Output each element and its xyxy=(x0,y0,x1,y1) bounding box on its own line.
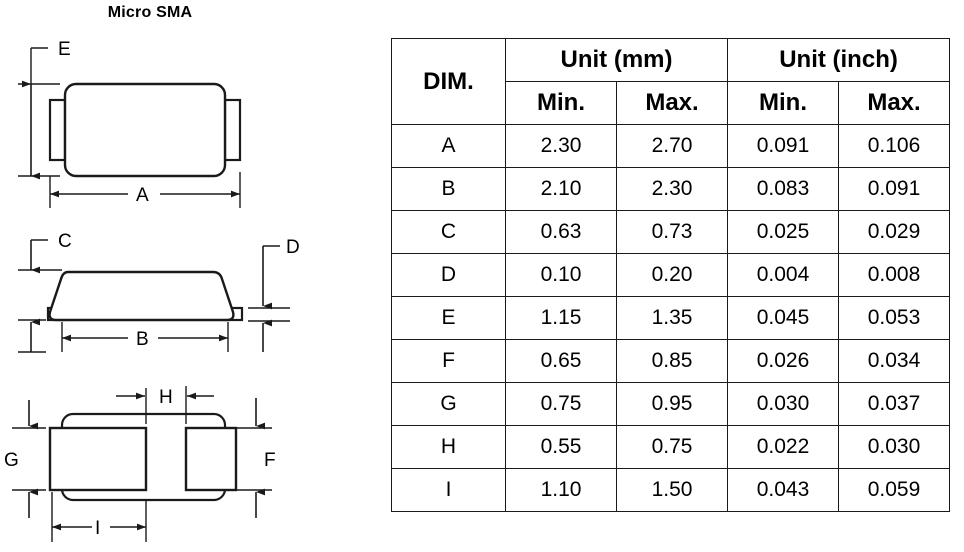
row-inch-max: 0.030 xyxy=(838,425,951,469)
row-inch-max: 0.034 xyxy=(838,339,951,383)
table-header-row-units: DIM. Unit (mm) Unit (inch) xyxy=(391,38,951,125)
row-mm-max: 0.73 xyxy=(615,210,729,254)
row-inch-min: 0.043 xyxy=(727,468,840,512)
bottom-view-right-pad xyxy=(184,426,238,492)
row-inch-max: 0.059 xyxy=(838,468,951,512)
dimension-label-d: D xyxy=(286,237,300,258)
page-title: Micro SMA xyxy=(107,4,193,21)
row-inch-min: 0.083 xyxy=(727,167,840,211)
side-view-body xyxy=(48,270,235,322)
package-drawings-panel: E A C xyxy=(0,0,380,552)
row-inch-min: 0.026 xyxy=(727,339,840,383)
column-header-unit-mm: Unit (mm) xyxy=(504,38,729,82)
column-header-unit-inch: Unit (inch) xyxy=(727,38,951,82)
row-mm-max: 0.95 xyxy=(615,382,729,426)
dimension-label-g: G xyxy=(4,450,19,471)
bottom-view-left-pad xyxy=(48,426,148,492)
row-dim-label: C xyxy=(391,210,506,254)
dimension-label-h: H xyxy=(159,387,173,408)
column-header-inch-max: Max. xyxy=(838,81,951,125)
row-mm-min: 0.75 xyxy=(505,382,617,426)
row-mm-min: 0.65 xyxy=(505,339,617,383)
row-dim-label: B xyxy=(391,167,506,211)
row-inch-min: 0.030 xyxy=(727,382,840,426)
table-header-row-minmax: Min. Max. Min. Max. xyxy=(392,81,951,125)
row-mm-min: 0.63 xyxy=(505,210,617,254)
row-dim-label: G xyxy=(391,382,506,426)
row-mm-min: 0.10 xyxy=(505,253,617,297)
row-mm-max: 1.50 xyxy=(615,468,729,512)
row-inch-max: 0.053 xyxy=(838,296,951,340)
bottom-view: H G F I xyxy=(4,386,276,542)
dimension-table: DIM. Unit (mm) Unit (inch) Min. Max. Min… xyxy=(391,38,951,512)
row-mm-min: 1.15 xyxy=(505,296,617,340)
side-view: C D B xyxy=(18,231,300,353)
top-view-right-terminal xyxy=(223,98,242,162)
row-mm-max: 0.85 xyxy=(615,339,729,383)
row-inch-min: 0.091 xyxy=(727,124,840,168)
row-inch-max: 0.029 xyxy=(838,210,951,254)
row-dim-label: D xyxy=(391,253,506,297)
column-header-inch-min: Min. xyxy=(727,81,840,125)
dimension-label-e: E xyxy=(58,39,71,60)
row-mm-max: 2.30 xyxy=(615,167,729,211)
row-dim-label: I xyxy=(391,468,506,512)
row-inch-min: 0.004 xyxy=(727,253,840,297)
row-mm-min: 0.55 xyxy=(505,425,617,469)
row-inch-max: 0.008 xyxy=(838,253,951,297)
row-mm-max: 2.70 xyxy=(615,124,729,168)
dimension-label-b: B xyxy=(136,329,149,350)
top-view: E A xyxy=(18,39,242,208)
top-view-body xyxy=(63,82,227,178)
row-dim-label: F xyxy=(391,339,506,383)
column-header-mm-max: Max. xyxy=(615,81,729,125)
dimension-label-a: A xyxy=(136,185,149,206)
column-header-dim: DIM. xyxy=(391,38,506,125)
row-mm-max: 1.35 xyxy=(615,296,729,340)
row-mm-min: 2.30 xyxy=(505,124,617,168)
row-mm-min: 1.10 xyxy=(505,468,617,512)
top-view-left-terminal xyxy=(48,98,67,162)
row-inch-min: 0.022 xyxy=(727,425,840,469)
row-inch-max: 0.037 xyxy=(838,382,951,426)
dimension-table-container: DIM. Unit (mm) Unit (inch) Min. Max. Min… xyxy=(391,38,951,512)
column-header-mm-min: Min. xyxy=(505,81,617,125)
row-dim-label: E xyxy=(391,296,506,340)
dimension-label-f: F xyxy=(264,450,276,471)
row-dim-label: A xyxy=(391,124,506,168)
row-dim-label: H xyxy=(391,425,506,469)
row-mm-max: 0.20 xyxy=(615,253,729,297)
row-mm-max: 0.75 xyxy=(615,425,729,469)
dimension-label-i: I xyxy=(95,518,100,539)
row-inch-min: 0.025 xyxy=(727,210,840,254)
row-inch-max: 0.091 xyxy=(838,167,951,211)
dimension-table-head: DIM. Unit (mm) Unit (inch) Min. Max. Min… xyxy=(391,38,951,125)
row-inch-min: 0.045 xyxy=(727,296,840,340)
row-inch-max: 0.106 xyxy=(838,124,951,168)
drawings-svg: E A C xyxy=(4,39,300,542)
dimension-label-c: C xyxy=(58,231,72,252)
row-mm-min: 2.10 xyxy=(505,167,617,211)
